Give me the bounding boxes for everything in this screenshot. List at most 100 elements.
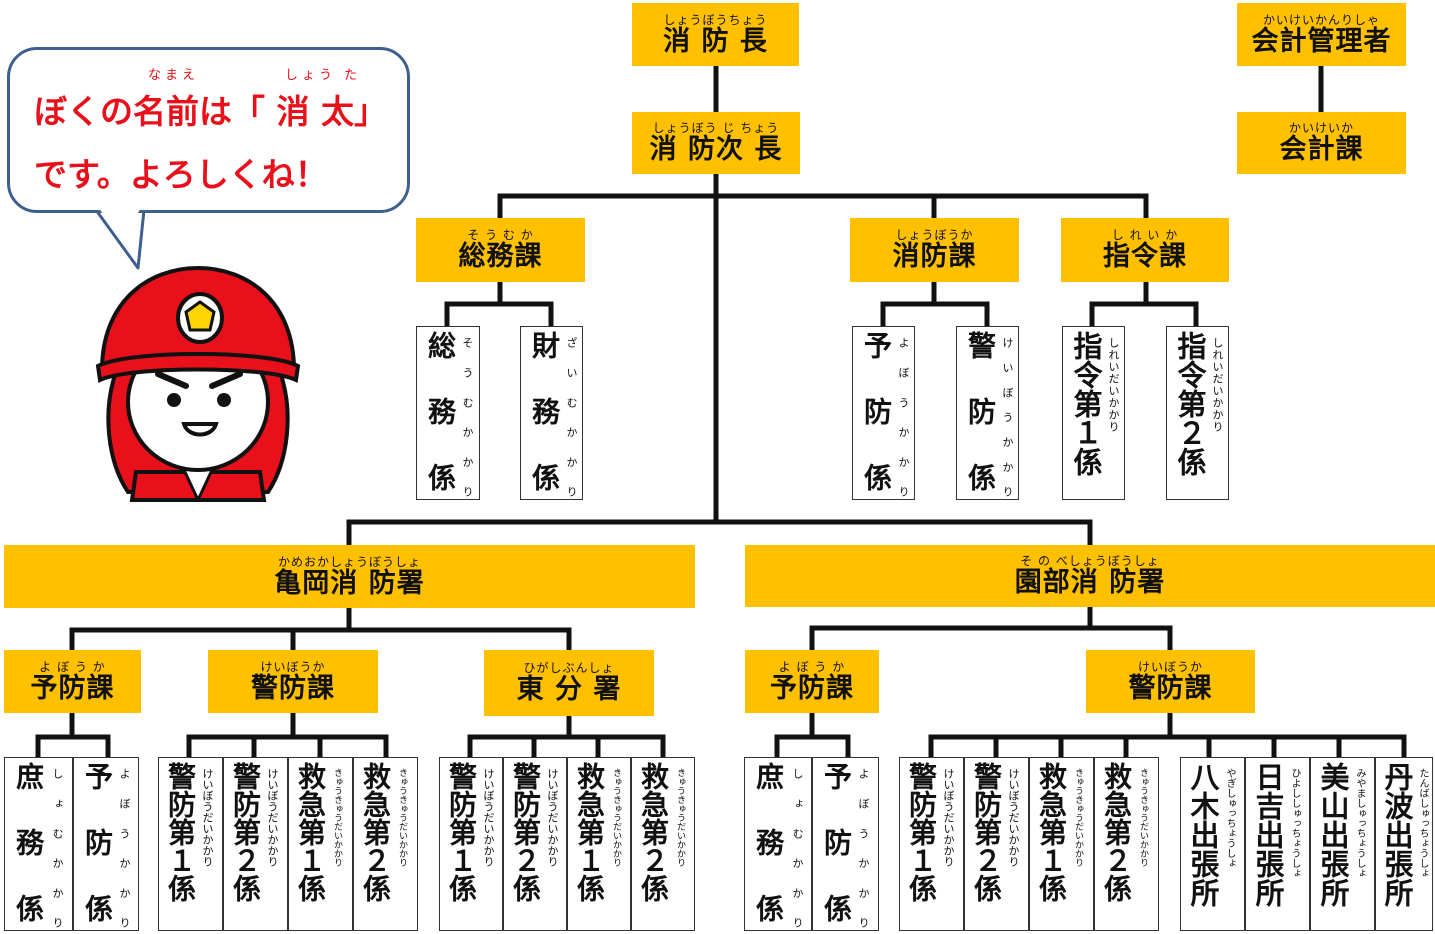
division-name: 消防課: [892, 241, 977, 272]
unit-name: 庶務係: [12, 762, 45, 922]
unit-name: 指令第２係: [1173, 331, 1207, 476]
ruby-namae: なまえ: [148, 68, 200, 83]
unit-h-keibou2: 警防第２係 けいぼうだいかかり: [503, 757, 567, 931]
unit-k-kyukyu1: 救急第１係 きゅうきゅうだいかかり: [288, 757, 353, 931]
unit-name: 八木出張所: [1186, 762, 1220, 907]
unit-name: 予防係: [81, 762, 114, 922]
unit-shirei1: 指令第１係 しれいだいかかり: [1062, 326, 1125, 500]
deputy-box: しょうぼう じ ちょう 消 防次 長: [632, 112, 800, 174]
unit-s-keibou2: 警防第２係 けいぼうだいかかり: [964, 757, 1029, 931]
unit-ruby: けいぼうだいかかり: [201, 768, 214, 867]
unit-ruby: しょむかかり: [791, 768, 804, 928]
ruby-shouta: しょう た: [285, 68, 362, 83]
bubble-line-1: ぼくの名前は「 消 太」: [34, 92, 387, 131]
section-name: 東 分 署: [516, 674, 622, 705]
unit-name: 庶務係: [752, 762, 785, 922]
section-name: 警防課: [251, 672, 335, 704]
section-ruby: けいぼうか: [260, 659, 326, 674]
section-s-keibou: けいぼうか 警防課: [1086, 650, 1255, 713]
deputy-ruby: しょうぼう じ ちょう: [652, 121, 780, 135]
unit-ruby: よぼうかかり: [118, 768, 131, 928]
unit-k-keibou1: 警防第１係 けいぼうだいかかり: [158, 757, 223, 931]
unit-ruby: ひよししゅっちょうしょ: [1289, 768, 1300, 878]
unit-ruby: きゅうきゅうだいかかり: [397, 768, 407, 867]
speech-bubble-tail-cover: [99, 208, 141, 216]
unit-shirei2: 指令第２係 しれいだいかかり: [1166, 326, 1229, 500]
station-sonobe: そ の べしょうぼうしょ 園部消 防署: [745, 545, 1435, 607]
unit-name: 警防第１係: [445, 762, 478, 902]
section-k-keibou: けいぼうか 警防課: [208, 650, 378, 713]
accounting-box: かいけいか 会計課: [1237, 112, 1406, 174]
unit-yobou-kakari: 予防係 よぼうかかり: [852, 326, 915, 500]
unit-ruby: きゅうきゅうだいかかり: [675, 768, 685, 867]
unit-ruby: けいぼうだいかかり: [546, 768, 559, 867]
unit-name: 救急第２係: [637, 762, 670, 902]
unit-name: 警防第２係: [970, 762, 1003, 902]
unit-name: 予防係: [860, 331, 893, 491]
section-ruby: よ ぼ う か: [778, 659, 846, 674]
unit-ruby: きゅうきゅうだいかかり: [1073, 768, 1083, 867]
unit-zaimu-kakari: 財務係 ざいむかかり: [520, 326, 583, 500]
unit-ruby: けいぼうだいかかり: [482, 768, 495, 867]
unit-ruby: けいぼうかかり: [1001, 337, 1014, 497]
division-shirei: し れ い か 指令課: [1061, 218, 1229, 282]
chief-ruby: しょうぼうちょう: [663, 12, 768, 27]
section-name: 警防課: [1128, 672, 1213, 704]
unit-name: 警防第２係: [509, 762, 542, 902]
accounting-ruby: かいけいか: [1288, 121, 1354, 135]
unit-k-kyukyu2: 救急第２係 きゅうきゅうだいかかり: [353, 757, 418, 931]
unit-name: 予防係: [820, 762, 853, 922]
unit-yagi: 八木出張所 やぎしゅっちょうしょ: [1180, 757, 1245, 931]
unit-miyama: 美山出張所 みやましゅっちょうしょ: [1310, 757, 1375, 931]
unit-s-kyukyu1: 救急第１係 きゅうきゅうだいかかり: [1029, 757, 1094, 931]
unit-name: 救急第１係: [294, 762, 327, 902]
unit-name: 指令第１係: [1069, 331, 1103, 476]
speech-bubble: なまえ しょう た ぼくの名前は「 消 太」 です。よろしくね！: [7, 47, 410, 213]
division-shoubou: しょうぼうか 消防課: [850, 218, 1019, 282]
unit-name: 警防第１係: [164, 762, 197, 902]
station-name: 園部消 防署: [1014, 567, 1166, 598]
unit-ruby: しれいだいかかり: [1211, 337, 1224, 433]
unit-ruby: よぼうかかり: [897, 337, 910, 497]
station-ruby: かめおかしょうぼうしょ: [277, 554, 421, 569]
chief-name: 消 防 長: [663, 25, 768, 57]
accountant-ruby: かいけいかんりしゃ: [1262, 12, 1380, 27]
accounting-name: 会計課: [1279, 134, 1364, 165]
unit-s-shomu: 庶務係 しょむかかり: [744, 757, 812, 931]
unit-ruby: きゅうきゅうだいかかり: [611, 768, 621, 867]
unit-ruby: みやましゅっちょうしょ: [1354, 768, 1365, 878]
unit-k-yobou: 予防係 よぼうかかり: [73, 757, 139, 931]
unit-name: 救急第１係: [573, 762, 606, 902]
section-k-higashi: ひがしぶんしょ 東 分 署: [484, 650, 654, 716]
unit-h-keibou1: 警防第１係 けいぼうだいかかり: [439, 757, 503, 931]
station-kameoka: かめおかしょうぼうしょ 亀岡消 防署: [4, 545, 695, 608]
unit-k-keibou2: 警防第２係 けいぼうだいかかり: [223, 757, 288, 931]
unit-ruby: そうむかかり: [461, 337, 474, 497]
unit-keibou-kakari: 警防係 けいぼうかかり: [956, 326, 1019, 500]
section-name: 予防課: [770, 672, 854, 704]
unit-name: 総務係: [424, 331, 457, 491]
chief-box: しょうぼうちょう 消 防 長: [632, 3, 799, 66]
unit-name: 美山出張所: [1316, 762, 1350, 907]
unit-ruby: しょむかかり: [51, 768, 64, 928]
section-k-yobou: よ ぼ う か 予防課: [4, 650, 141, 713]
unit-k-shomu: 庶務係 しょむかかり: [4, 757, 73, 931]
unit-s-yobou: 予防係 よぼうかかり: [812, 757, 879, 931]
unit-h-kyukyu1: 救急第１係 きゅうきゅうだいかかり: [567, 757, 631, 931]
unit-name: 警防第１係: [905, 762, 938, 902]
unit-name: 救急第２係: [1100, 762, 1133, 902]
section-ruby: よ ぼ う か: [39, 659, 106, 674]
unit-name: 丹波出張所: [1380, 762, 1414, 907]
unit-ruby: しれいだいかかり: [1107, 337, 1120, 433]
accountant-box: かいけいかんりしゃ 会計管理者: [1237, 3, 1406, 66]
unit-name: 日吉出張所: [1251, 762, 1285, 907]
bubble-line-2: です。よろしくね！: [34, 155, 328, 194]
accountant-name: 会計管理者: [1251, 25, 1392, 57]
division-ruby: し れ い か: [1111, 228, 1179, 242]
division-name: 総務課: [458, 241, 543, 272]
firefighter-mascot-icon: [95, 265, 301, 502]
section-s-yobou: よ ぼ う か 予防課: [745, 650, 879, 713]
unit-ruby: たんばしゅっちょうしょ: [1417, 768, 1428, 878]
unit-ruby: きゅうきゅうだいかかり: [1138, 768, 1148, 867]
